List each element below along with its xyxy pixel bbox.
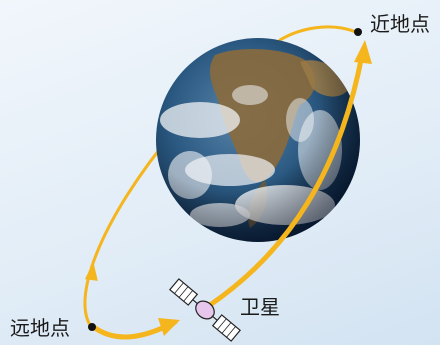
apogee-label: 远地点 xyxy=(10,316,70,340)
orbit-path-left xyxy=(83,128,177,330)
orbit-path-top xyxy=(278,25,358,42)
orbit-arrow-bottom xyxy=(158,318,180,336)
earth-icon xyxy=(156,38,360,242)
apogee-point xyxy=(88,323,96,331)
perigee-label: 近地点 xyxy=(370,12,430,36)
orbit-arrow-right xyxy=(354,40,372,64)
orbit-arrow-left xyxy=(84,262,98,281)
orbit-path-right xyxy=(207,52,365,308)
perigee-point xyxy=(354,28,362,36)
satellite-icon xyxy=(169,278,241,342)
satellite-label: 卫星 xyxy=(240,295,280,319)
